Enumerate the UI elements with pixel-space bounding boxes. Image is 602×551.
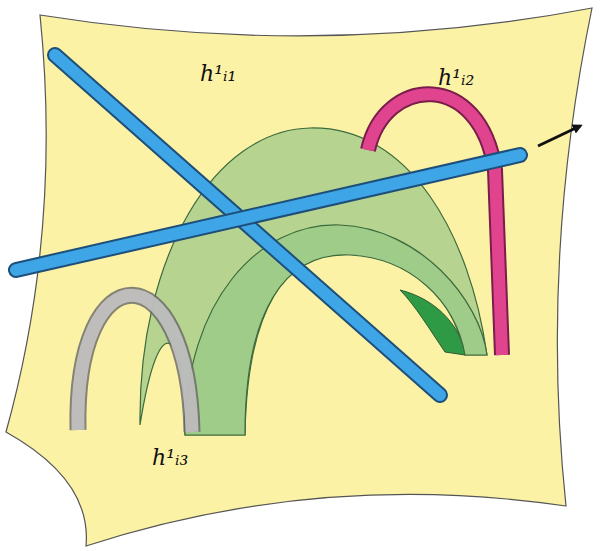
band-front [185, 225, 487, 435]
direction-arrow [538, 126, 580, 146]
pink-handle-outline [368, 94, 502, 355]
handle-label: h¹ᵢ₂ [438, 66, 474, 90]
blue-rod-outline [16, 155, 520, 270]
blue-rod [16, 155, 520, 270]
handle-label: h¹ᵢ₁ [200, 62, 236, 86]
pink-handle [368, 94, 502, 355]
handle-label: h¹ᵢ₃ [152, 446, 188, 470]
surface-sheet [6, 8, 592, 546]
grey-handle-outline [78, 295, 192, 432]
grey-handle [78, 295, 192, 432]
